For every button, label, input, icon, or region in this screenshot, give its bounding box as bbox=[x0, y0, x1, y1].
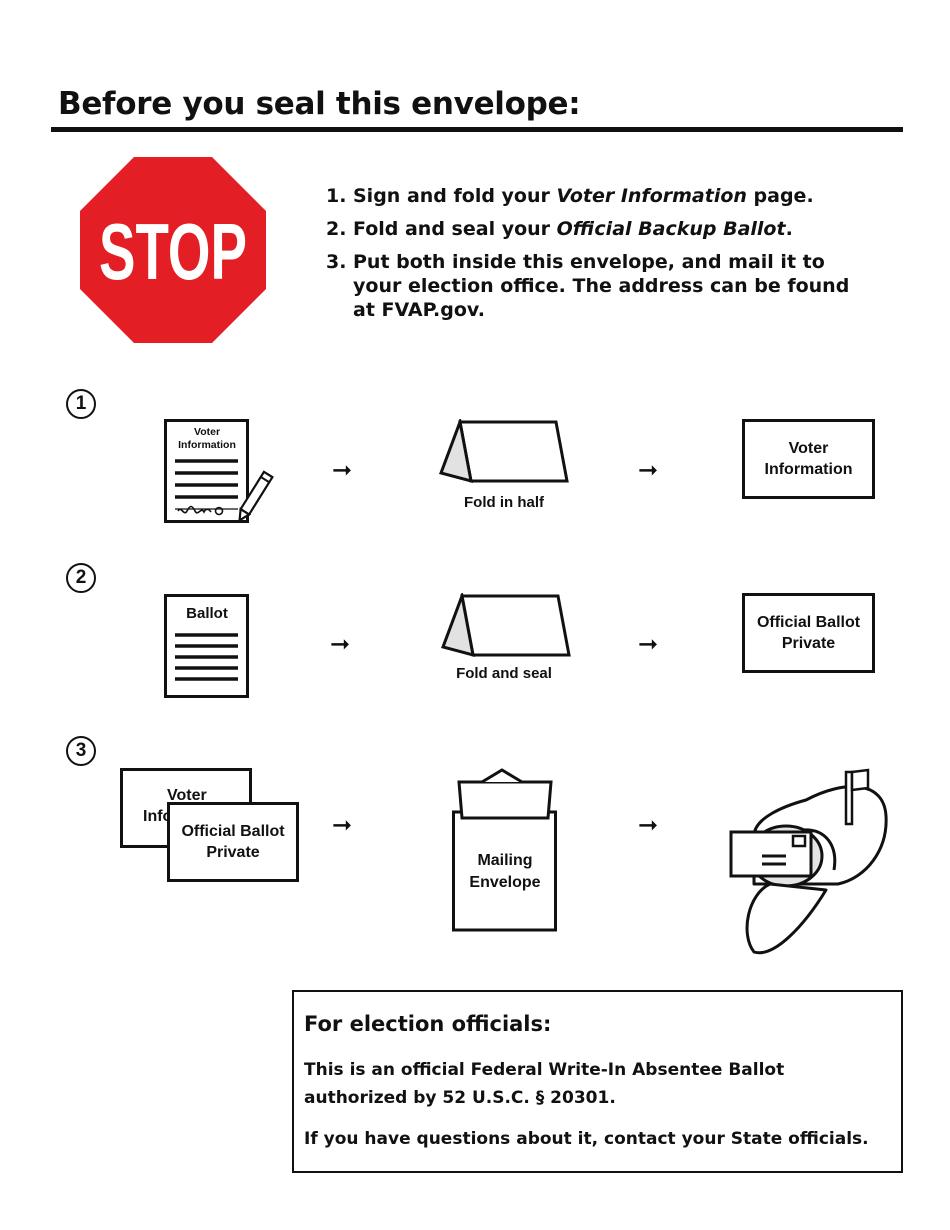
step-2-ballot-document: Ballot bbox=[164, 594, 250, 699]
officials-heading: For election officials: bbox=[304, 1012, 552, 1036]
envelope-icon bbox=[452, 768, 557, 932]
arrow-right-icon: ➞ bbox=[638, 456, 659, 484]
arrow-right-icon: ➞ bbox=[332, 456, 353, 484]
instruction-text-end: . bbox=[785, 218, 793, 240]
instruction-number: 2. bbox=[326, 218, 347, 240]
page-title: Before you seal this envelope: bbox=[58, 86, 581, 122]
folded-paper-icon bbox=[439, 419, 569, 484]
folded-paper-icon bbox=[441, 593, 571, 658]
instruction-item: 1. Sign and fold your Voter Information … bbox=[326, 184, 866, 208]
folded-ballot-card: Official Ballot Private bbox=[742, 593, 875, 673]
officials-statement: This is an official Federal Write-In Abs… bbox=[304, 1060, 785, 1108]
document-with-pen-icon bbox=[164, 419, 274, 523]
stop-text: STOP bbox=[99, 207, 247, 296]
instruction-text: Put both inside this envelope, and mail … bbox=[353, 251, 850, 321]
fold-caption: Fold and seal bbox=[456, 665, 552, 682]
fold-caption: Fold in half bbox=[464, 494, 544, 511]
front-ballot-card: Official Ballot Private bbox=[167, 802, 299, 882]
instruction-number: 3. bbox=[326, 251, 347, 273]
arrow-right-icon: ➞ bbox=[638, 630, 659, 658]
step-1-number-badge: 1 bbox=[66, 389, 96, 419]
instruction-emphasis: Official Backup Ballot bbox=[556, 218, 786, 240]
instruction-number: 1. bbox=[326, 185, 347, 207]
step-1-voter-info-document: Voter Information bbox=[164, 419, 274, 527]
document-title: Ballot bbox=[186, 605, 228, 622]
document-title: Voter Information bbox=[178, 426, 236, 451]
mailbox-icon bbox=[729, 768, 888, 955]
instruction-text-end: page. bbox=[746, 185, 814, 207]
arrow-right-icon: ➞ bbox=[638, 811, 659, 839]
ballot-document-icon bbox=[164, 594, 249, 698]
arrow-right-icon: ➞ bbox=[330, 630, 351, 658]
instruction-list: 1. Sign and fold your Voter Information … bbox=[326, 184, 866, 331]
instruction-text: Sign and fold your bbox=[353, 185, 557, 207]
arrow-right-icon: ➞ bbox=[332, 811, 353, 839]
stop-sign-icon: STOP bbox=[80, 157, 266, 343]
officials-contact-note: If you have questions about it, contact … bbox=[304, 1129, 869, 1149]
stop-octagon bbox=[80, 157, 266, 343]
mailing-envelope: Mailing Envelope bbox=[452, 768, 558, 932]
envelope-label: Mailing Envelope bbox=[469, 852, 541, 891]
instruction-emphasis: Voter Information bbox=[556, 185, 747, 207]
step-3-number-badge: 3 bbox=[66, 736, 96, 766]
title-divider bbox=[51, 127, 903, 132]
election-officials-box: For election officials: This is an offic… bbox=[292, 990, 903, 1173]
instruction-item: 2. Fold and seal your Official Backup Ba… bbox=[326, 217, 866, 241]
instruction-item: 3. Put both inside this envelope, and ma… bbox=[326, 250, 866, 322]
folded-voter-info-card: Voter Information bbox=[742, 419, 875, 499]
step-2-number-badge: 2 bbox=[66, 563, 96, 593]
instruction-text: Fold and seal your bbox=[353, 218, 557, 240]
